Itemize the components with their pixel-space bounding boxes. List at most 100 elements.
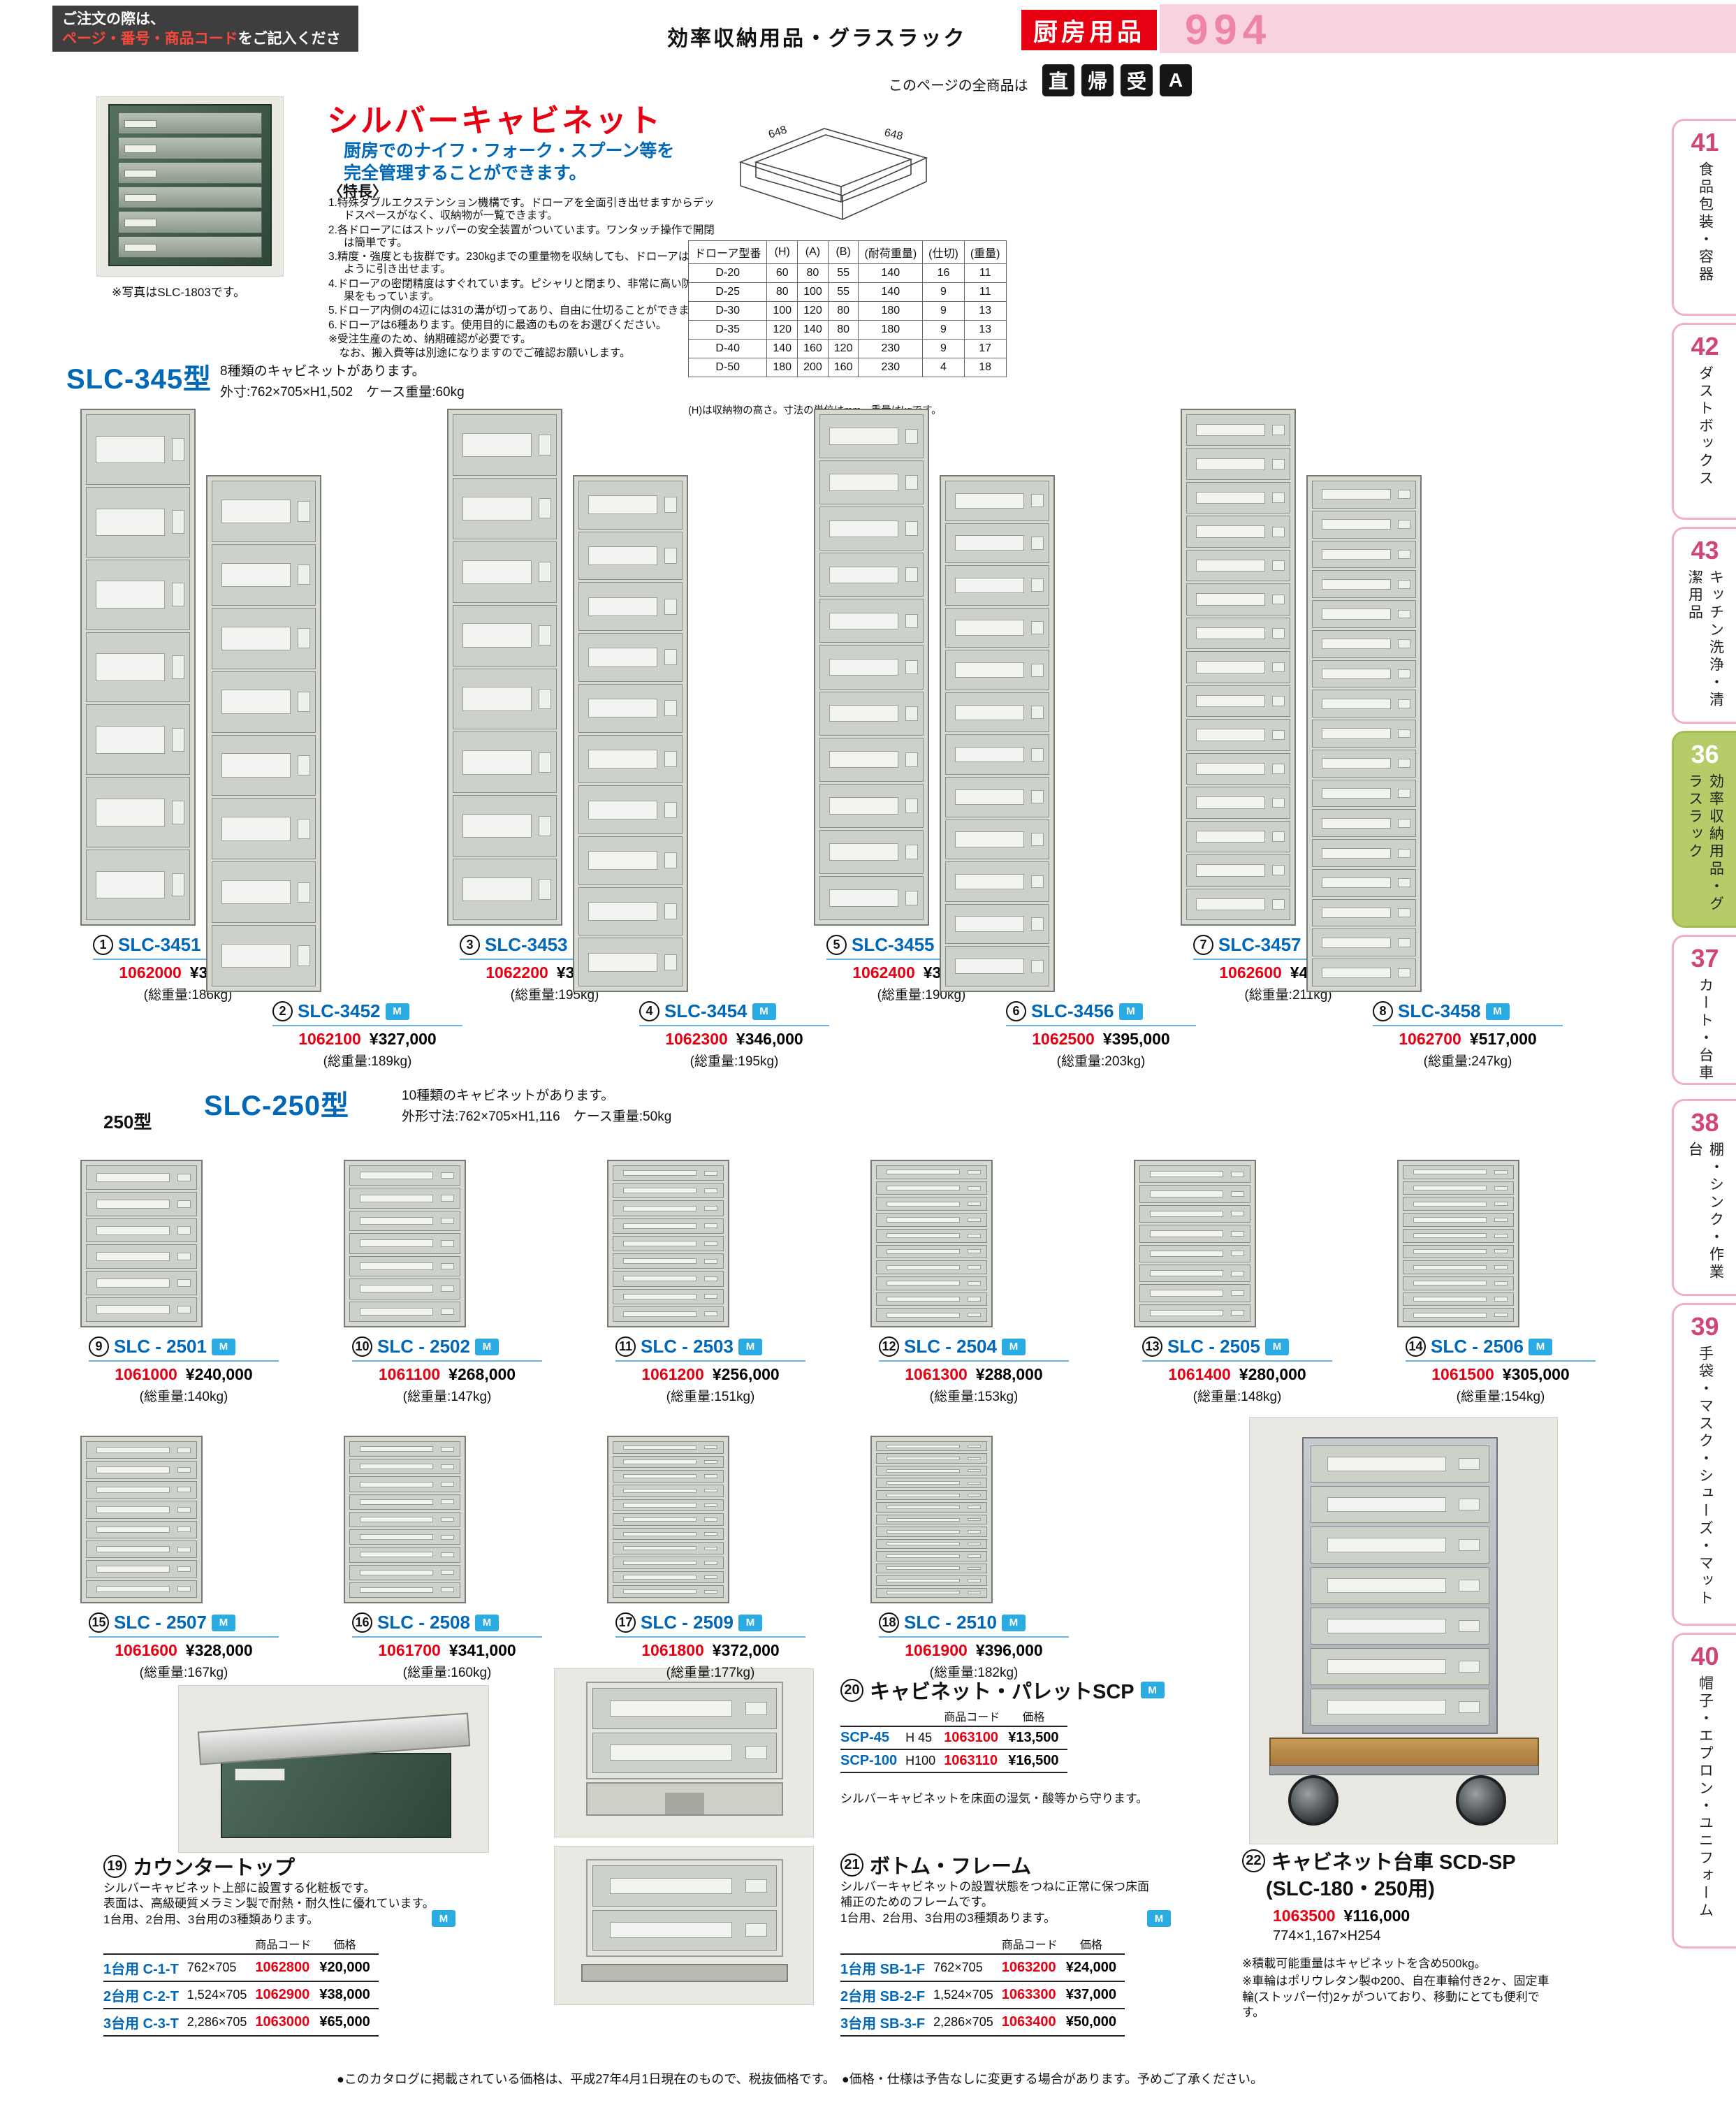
drawer [86, 1520, 197, 1538]
product-code: 1062700 [1399, 1030, 1461, 1048]
size-value: H100 [905, 1749, 944, 1773]
product-number: 6 [1006, 1001, 1026, 1021]
product-weight: (総重量:189kg) [323, 1054, 412, 1069]
col-header-price: 価格 [1008, 1705, 1067, 1727]
drawer [86, 1244, 197, 1269]
spec-cell: 11 [963, 282, 1007, 302]
cabinet-image [1134, 1160, 1256, 1327]
col-header-price: 価格 [319, 1932, 379, 1955]
drawer [1186, 414, 1290, 446]
order-flag-icon: M [738, 1338, 762, 1355]
spec-cell: D-25 [687, 282, 768, 302]
product-price: ¥517,000 [1469, 1030, 1537, 1048]
drawer [1311, 1527, 1489, 1564]
diagram-dim-depth: 648 [883, 126, 904, 143]
drawer [1311, 1689, 1489, 1726]
spec-cell: 160 [827, 358, 859, 377]
countertop-heading: 19 カウンタートップ [103, 1851, 295, 1881]
drawer [1403, 1228, 1514, 1243]
series-250-title: SLC-250型 [204, 1091, 350, 1121]
order-flag-icon: M [1147, 1910, 1171, 1927]
drawer [819, 875, 924, 921]
spec-cell: 180 [766, 358, 798, 377]
drawer [1312, 540, 1416, 569]
drawer-diagram: 648 648 [738, 124, 928, 220]
drawer [613, 1513, 724, 1526]
drawer [876, 1276, 987, 1290]
product-price: ¥65,000 [319, 2009, 379, 2037]
drawer [1312, 570, 1416, 599]
drawer [613, 1165, 724, 1181]
drawer [1139, 1244, 1250, 1262]
drawer [349, 1564, 460, 1580]
product-weight: (総重量:153kg) [929, 1390, 1019, 1404]
drawer [945, 565, 1049, 606]
drawer [876, 1538, 987, 1550]
section-title: ボトム・フレーム [870, 1856, 1032, 1878]
drawer [1312, 749, 1416, 778]
drawer [1403, 1213, 1514, 1227]
product-number: 3 [460, 935, 480, 955]
product-name: SLC-3454 [664, 1000, 747, 1021]
drawer [819, 783, 924, 828]
cabinet-image [1181, 409, 1296, 926]
order-flag-icon: M [1140, 1682, 1165, 1698]
drawer [876, 1441, 987, 1452]
col-header-code: 商品コード [944, 1705, 1009, 1727]
drawer [86, 850, 190, 921]
product-code: 1061000 [115, 1365, 177, 1383]
drawer [1139, 1165, 1250, 1183]
spec-cell: 100 [766, 301, 798, 321]
cabinet-image [206, 475, 321, 992]
product-name: SLC-3451 [118, 934, 201, 955]
spec-col-header: (重量) [963, 240, 1007, 264]
product-weight: (総重量:147kg) [402, 1390, 492, 1404]
spec-col-header: (B) [827, 240, 859, 264]
feature-item: 4.ドローアの密閉精度はすぐれています。ピシャリと閉まり、非常に高い防塵効果をも… [328, 277, 715, 303]
drawer [578, 734, 683, 784]
drawer [819, 737, 924, 782]
product-code: 1063400 [1001, 2009, 1066, 2037]
catalog-badge-icon: A [1160, 64, 1192, 96]
drawer [453, 541, 557, 603]
product-code: 1062600 [1219, 963, 1282, 982]
drawer [1312, 779, 1416, 808]
product-code: 1061800 [641, 1641, 704, 1659]
drawer [945, 777, 1049, 817]
drawer [453, 477, 557, 539]
product-code: 1061100 [378, 1365, 441, 1383]
drawer [86, 1441, 197, 1459]
cabinet-image [447, 409, 562, 926]
drawer [86, 777, 190, 848]
product-number: 13 [1142, 1336, 1162, 1357]
tab-label: 効率収納用品・グラスラック [1686, 773, 1724, 913]
spec-cell: 17 [963, 339, 1007, 358]
drawer [453, 668, 557, 730]
dolly-size: 774×1,167×H254 [1273, 1928, 1381, 1944]
product-name: SLC - 2506 [1431, 1336, 1524, 1357]
size-value: 2,286×705 [187, 2009, 256, 2037]
drawer [1139, 1264, 1250, 1283]
drawer [1311, 1648, 1489, 1685]
cabinet-image [80, 409, 196, 926]
product-number: 10 [352, 1336, 372, 1357]
order-flag-icon: M [211, 1614, 235, 1631]
order-note-highlight: ページ・番号・商品コード [62, 31, 238, 48]
col-header-price: 価格 [1065, 1932, 1125, 1955]
drawer [578, 938, 683, 987]
